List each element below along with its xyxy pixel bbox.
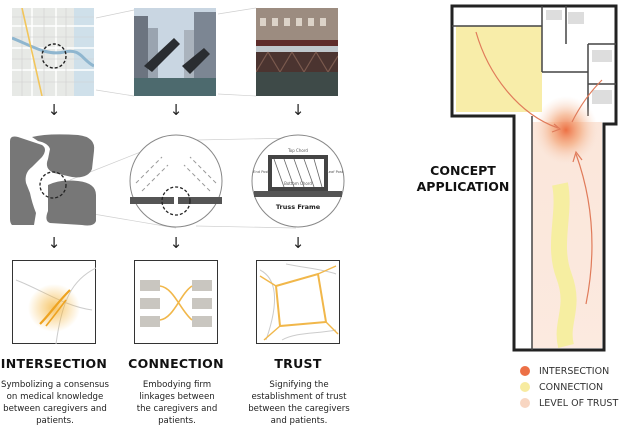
- description-line: Signifying the: [269, 380, 329, 390]
- trust-plan-diagram: [256, 260, 340, 344]
- description-line: Symbolizing a consensus: [1, 380, 109, 390]
- legend-item-connection: CONNECTION: [520, 380, 603, 394]
- arrow-down-icon: ↓: [291, 101, 305, 119]
- truss-label-end-left: End Post: [253, 170, 269, 174]
- concept-application-label: CONCEPT APPLICATION: [407, 163, 519, 195]
- intersection-title: INTERSECTION: [0, 356, 108, 371]
- description-line: Embodying firm: [142, 380, 212, 390]
- description-line: patients.: [36, 416, 74, 426]
- map-photo: [12, 8, 94, 96]
- intersection-description: Symbolizing a consensus on medical knowl…: [0, 379, 110, 427]
- description-line: between the caregivers: [248, 404, 350, 414]
- description-line: between caregivers and: [3, 404, 107, 414]
- connection-description: Embodying firm linkages between the care…: [122, 379, 232, 427]
- truss-label-top: Top Chord: [287, 148, 308, 153]
- description-line: the caregivers and: [136, 404, 218, 414]
- legend-label: LEVEL OF TRUST: [539, 397, 619, 409]
- arrow-down-icon: ↓: [47, 101, 61, 119]
- connection-title: CONNECTION: [128, 356, 224, 371]
- truss-bridge-photo: [256, 8, 338, 96]
- legend-label: INTERSECTION: [539, 365, 610, 377]
- arrow-down-icon: ↓: [169, 101, 183, 119]
- description-line: on medical knowledge: [6, 392, 104, 402]
- legend-swatch: [520, 382, 530, 392]
- intersection-abstract-diagram: [10, 134, 96, 226]
- legend-swatch: [520, 366, 530, 376]
- legend-label: CONNECTION: [539, 381, 604, 393]
- description-line: linkages between: [139, 392, 215, 402]
- concept-line-1: CONCEPT: [430, 163, 496, 178]
- intersection-plan-diagram: [12, 260, 96, 344]
- description-line: patients.: [158, 416, 196, 426]
- truss-caption: Truss Frame: [276, 203, 321, 211]
- concept-line-2: APPLICATION: [416, 179, 510, 194]
- connection-plan-diagram: [134, 260, 218, 344]
- arrow-down-icon: ↓: [169, 234, 183, 252]
- floor-plan: [450, 4, 618, 352]
- arrow-down-icon: ↓: [291, 234, 305, 252]
- legend-item-intersection: INTERSECTION: [520, 364, 609, 378]
- trust-title: TRUST: [274, 356, 322, 371]
- trust-description: Signifying the establishment of trust be…: [244, 379, 354, 427]
- bridge-photo: [134, 8, 216, 96]
- description-line: establishment of trust: [251, 392, 347, 402]
- legend-item-level-of-trust: LEVEL OF TRUST: [520, 396, 618, 410]
- truss-frame-diagram: Top Chord Bottom Chord End Post Leaf Pos…: [251, 134, 345, 228]
- truss-label-bottom: Bottom Chord: [284, 181, 312, 186]
- arrow-down-icon: ↓: [47, 234, 61, 252]
- description-line: and patients.: [270, 416, 328, 426]
- truss-label-end-right: Leaf Post: [327, 170, 344, 174]
- legend-swatch: [520, 398, 530, 408]
- connection-abstract-diagram: [129, 134, 223, 228]
